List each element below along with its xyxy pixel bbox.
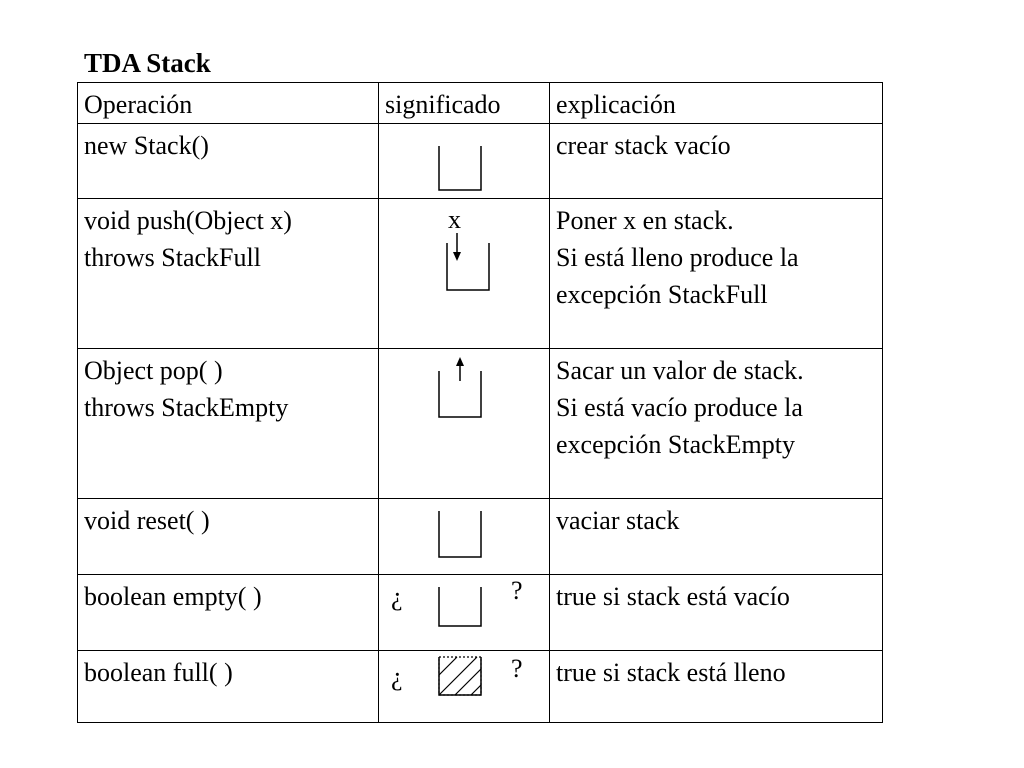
explanation-cell: true si stack está vacío: [549, 574, 883, 651]
pop-arrow-out-of-stack-icon: [438, 357, 482, 418]
operation-text: boolean full( ): [84, 658, 233, 687]
operation-text: void push(Object x): [84, 206, 292, 235]
push-value-label: x: [448, 205, 461, 234]
question-open-mark: ¿: [391, 662, 403, 691]
operation-cell: boolean empty( ): [77, 574, 379, 651]
operation-text: void reset( ): [84, 506, 210, 535]
explanation-text: Poner x en stack.: [556, 206, 734, 235]
header-meaning: significado: [378, 82, 550, 124]
stack-operations-table: Operación significado explicación new St…: [77, 82, 883, 723]
operation-cell: new Stack(): [77, 123, 379, 199]
explanation-text: Si está lleno produce la: [556, 243, 799, 272]
page-title: TDA Stack: [84, 48, 211, 78]
explanation-text: true si stack está vacío: [556, 582, 790, 611]
question-open-mark: ¿: [391, 582, 403, 611]
meaning-cell: [378, 123, 550, 199]
empty-stack-question-icon: ¿ ?: [391, 576, 523, 627]
table-row-reset: void reset( ) vaciar stack: [77, 498, 883, 575]
empty-stack-icon: [438, 146, 482, 191]
operation-text: new Stack(): [84, 131, 209, 160]
table-header-row: Operación significado explicación: [77, 82, 883, 124]
explanation-text: vaciar stack: [556, 506, 680, 535]
operation-cell: void reset( ): [77, 498, 379, 575]
meaning-cell: ¿ ?: [378, 574, 550, 651]
empty-stack-icon: [438, 511, 482, 558]
meaning-cell: ¿ ?: [378, 650, 550, 723]
explanation-cell: crear stack vacío: [549, 123, 883, 199]
full-stack-question-icon: ¿ ?: [391, 654, 523, 696]
table-row-pop: Object pop( ) throws StackEmpty Sacar un…: [77, 348, 883, 499]
operation-text: Object pop( ): [84, 356, 223, 385]
explanation-text: crear stack vacío: [556, 131, 731, 160]
meaning-cell: x: [378, 198, 550, 349]
operation-cell: boolean full( ): [77, 650, 379, 723]
operation-text: throws StackEmpty: [84, 393, 289, 422]
explanation-cell: vaciar stack: [549, 498, 883, 575]
operation-text: boolean empty( ): [84, 582, 262, 611]
explanation-text: Si está vacío produce la: [556, 393, 803, 422]
explanation-text: excepción StackFull: [556, 280, 768, 309]
push-arrow-into-stack-icon: x: [446, 205, 490, 291]
question-close-mark: ?: [511, 576, 523, 605]
explanation-text: Sacar un valor de stack.: [556, 356, 804, 385]
table-row-new-stack: new Stack() crear stack vacío: [77, 123, 883, 199]
table-row-empty: boolean empty( ) ¿ ? true si stack está …: [77, 574, 883, 651]
operation-cell: Object pop( ) throws StackEmpty: [77, 348, 379, 499]
header-operation: Operación: [77, 82, 379, 124]
explanation-text: excepción StackEmpty: [556, 430, 795, 459]
explanation-cell: Poner x en stack. Si está lleno produce …: [549, 198, 883, 349]
operation-cell: void push(Object x) throws StackFull: [77, 198, 379, 349]
explanation-cell: true si stack está lleno: [549, 650, 883, 723]
meaning-cell: [378, 348, 550, 499]
explanation-cell: Sacar un valor de stack. Si está vacío p…: [549, 348, 883, 499]
explanation-text: true si stack está lleno: [556, 658, 786, 687]
operation-text: throws StackFull: [84, 243, 261, 272]
header-explanation: explicación: [549, 82, 883, 124]
table-row-push: void push(Object x) throws StackFull x P…: [77, 198, 883, 349]
meaning-cell: [378, 498, 550, 575]
table-row-full: boolean full( ) ¿ ? true si stack está l…: [77, 650, 883, 723]
question-close-mark: ?: [511, 654, 523, 683]
